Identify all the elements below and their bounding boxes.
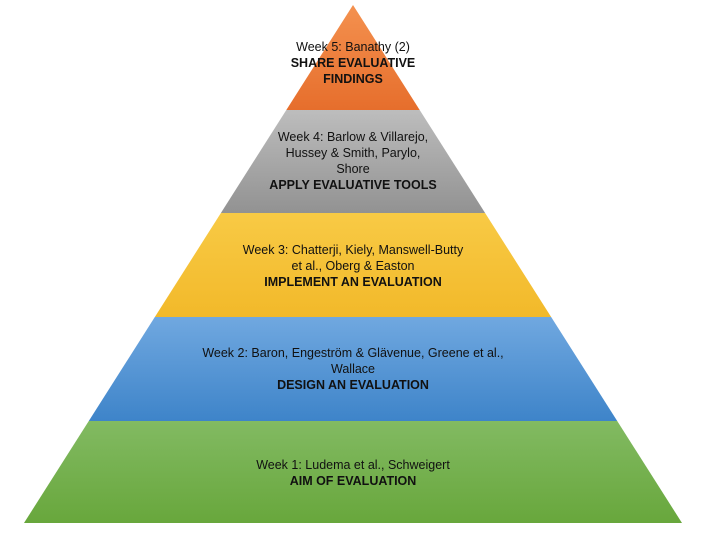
pyramid-layer-week-4 <box>220 110 486 213</box>
pyramid-layer-week-5 <box>286 5 420 110</box>
week-readings-text: Week 4: Barlow & Villarejo, <box>277 130 429 144</box>
layer-title: DESIGN AN EVALUATION <box>277 378 429 392</box>
layer-label-week-3: Week 3: Chatterji, Kiely, Manswell-Butty… <box>0 242 706 290</box>
week-readings-text: Week 1: Ludema et al., Schweigert <box>256 458 450 472</box>
layer-title: APPLY EVALUATIVE TOOLS <box>269 178 437 192</box>
week-readings-text: Week 5: Banathy (2) <box>296 40 410 54</box>
week-readings-text: et al., Oberg & Easton <box>291 259 415 273</box>
week-readings-text: Hussey & Smith, Parylo, <box>285 146 421 160</box>
layer-title: FINDINGS <box>323 72 383 86</box>
layer-title: IMPLEMENT AN EVALUATION <box>264 275 442 289</box>
layer-title: AIM OF EVALUATION <box>289 474 417 488</box>
layer-label-week-2: Week 2: Baron, Engeström & Glävenue, Gre… <box>0 345 706 393</box>
layer-title: SHARE EVALUATIVE <box>290 56 416 70</box>
layer-label-week-4: Week 4: Barlow & Villarejo, Hussey & Smit… <box>0 129 706 193</box>
week-readings-text: Week 2: Baron, Engeström & Glävenue, Gre… <box>202 346 504 360</box>
pyramid-layer-week-3 <box>154 213 552 317</box>
pyramid-layer-week-1 <box>24 421 682 523</box>
pyramid-layer-week-2 <box>88 317 618 421</box>
layer-label-week-5: Week 5: Banathy (2) SHARE EVALUATIVE FINDI… <box>0 39 706 87</box>
week-readings-text: Wallace <box>331 362 375 376</box>
week-readings-text: Week 3: Chatterji, Kiely, Manswell-Butty <box>242 243 464 257</box>
week-readings-text: Shore <box>336 162 370 176</box>
